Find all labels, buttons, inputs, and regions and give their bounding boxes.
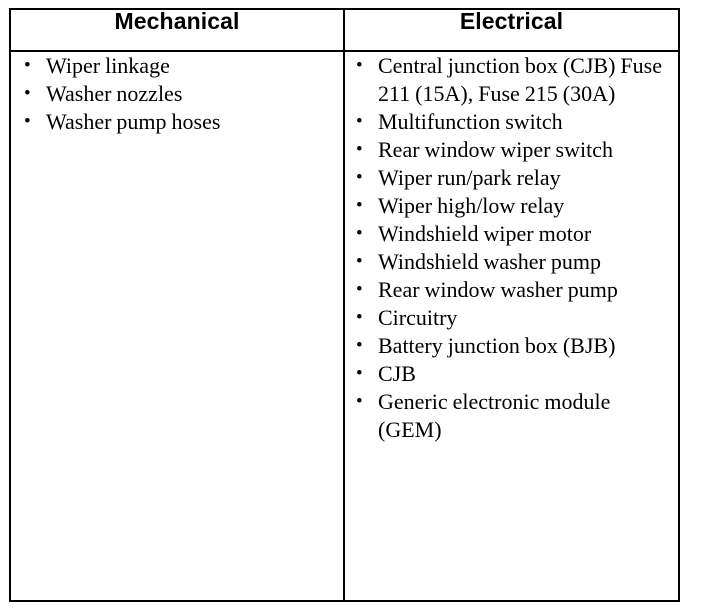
list-item: • Battery junction box (BJB) xyxy=(345,332,678,360)
electrical-item-list: • Central junction box (CJB) Fuse 211 (15… xyxy=(345,52,678,444)
electrical-item-label: Wiper run/park relay xyxy=(378,165,561,190)
bullet-icon: • xyxy=(356,279,363,300)
list-item: • Generic electronic module (GEM) xyxy=(345,388,678,444)
list-item: • Circuitry xyxy=(345,304,678,332)
bullet-icon: • xyxy=(24,55,31,76)
bullet-icon: • xyxy=(356,335,363,356)
electrical-item-label: Circuitry xyxy=(378,305,458,330)
mechanical-item-label: Wiper linkage xyxy=(46,53,170,78)
list-item: • Windshield washer pump xyxy=(345,248,678,276)
list-item: • Windshield wiper motor xyxy=(345,220,678,248)
bullet-icon: • xyxy=(356,55,363,76)
list-item: • Rear window wiper switch xyxy=(345,136,678,164)
list-item: • Wiper high/low relay xyxy=(345,192,678,220)
electrical-item-label: Windshield washer pump xyxy=(378,249,601,274)
list-item: • Washer nozzles xyxy=(11,80,343,108)
bullet-icon: • xyxy=(24,111,31,132)
list-item: • Wiper run/park relay xyxy=(345,164,678,192)
bullet-icon: • xyxy=(356,167,363,188)
electrical-item-label: Central junction box (CJB) Fuse 211 (15A… xyxy=(378,53,662,106)
list-item: • Rear window washer pump xyxy=(345,276,678,304)
electrical-item-label: Rear window wiper switch xyxy=(378,137,613,162)
table-row: • Wiper linkage • Washer nozzles • Washer pum… xyxy=(9,50,680,602)
list-item: • Multifunction switch xyxy=(345,108,678,136)
table-header: Mechanical Electrical xyxy=(9,8,680,52)
list-item: • CJB xyxy=(345,360,678,388)
mechanical-item-label: Washer nozzles xyxy=(46,81,183,106)
bullet-icon: • xyxy=(356,251,363,272)
list-item: • Wiper linkage xyxy=(11,52,343,80)
mechanical-item-label: Washer pump hoses xyxy=(46,109,221,134)
electrical-item-label: Generic electronic module (GEM) xyxy=(378,389,611,442)
component-table: Mechanical Electrical • Wiper linkage • Was… xyxy=(9,8,680,602)
list-item: • Central junction box (CJB) Fuse 211 (15… xyxy=(345,52,678,108)
component-table-container: Mechanical Electrical • Wiper linkage • Was… xyxy=(9,8,680,602)
electrical-item-label: CJB xyxy=(378,361,416,386)
bullet-icon: • xyxy=(356,307,363,328)
electrical-item-label: Multifunction switch xyxy=(378,109,563,134)
column-header-electrical: Electrical xyxy=(343,8,680,52)
bullet-icon: • xyxy=(356,223,363,244)
cell-electrical: • Central junction box (CJB) Fuse 211 (15… xyxy=(343,50,680,602)
electrical-item-label: Battery junction box (BJB) xyxy=(378,333,616,358)
bullet-icon: • xyxy=(356,363,363,384)
bullet-icon: • xyxy=(356,139,363,160)
bullet-icon: • xyxy=(356,111,363,132)
bullet-icon: • xyxy=(24,83,31,104)
list-item: • Washer pump hoses xyxy=(11,108,343,136)
column-header-mechanical: Mechanical xyxy=(9,8,345,52)
cell-mechanical: • Wiper linkage • Washer nozzles • Washer pum… xyxy=(9,50,345,602)
mechanical-item-list: • Wiper linkage • Washer nozzles • Washer pum… xyxy=(11,52,343,136)
bullet-icon: • xyxy=(356,195,363,216)
table-body: • Wiper linkage • Washer nozzles • Washer pum… xyxy=(9,50,680,602)
electrical-item-label: Windshield wiper motor xyxy=(378,221,592,246)
table-header-row: Mechanical Electrical xyxy=(9,8,680,52)
electrical-item-label: Rear window washer pump xyxy=(378,277,618,302)
electrical-item-label: Wiper high/low relay xyxy=(378,193,565,218)
bullet-icon: • xyxy=(356,391,363,412)
